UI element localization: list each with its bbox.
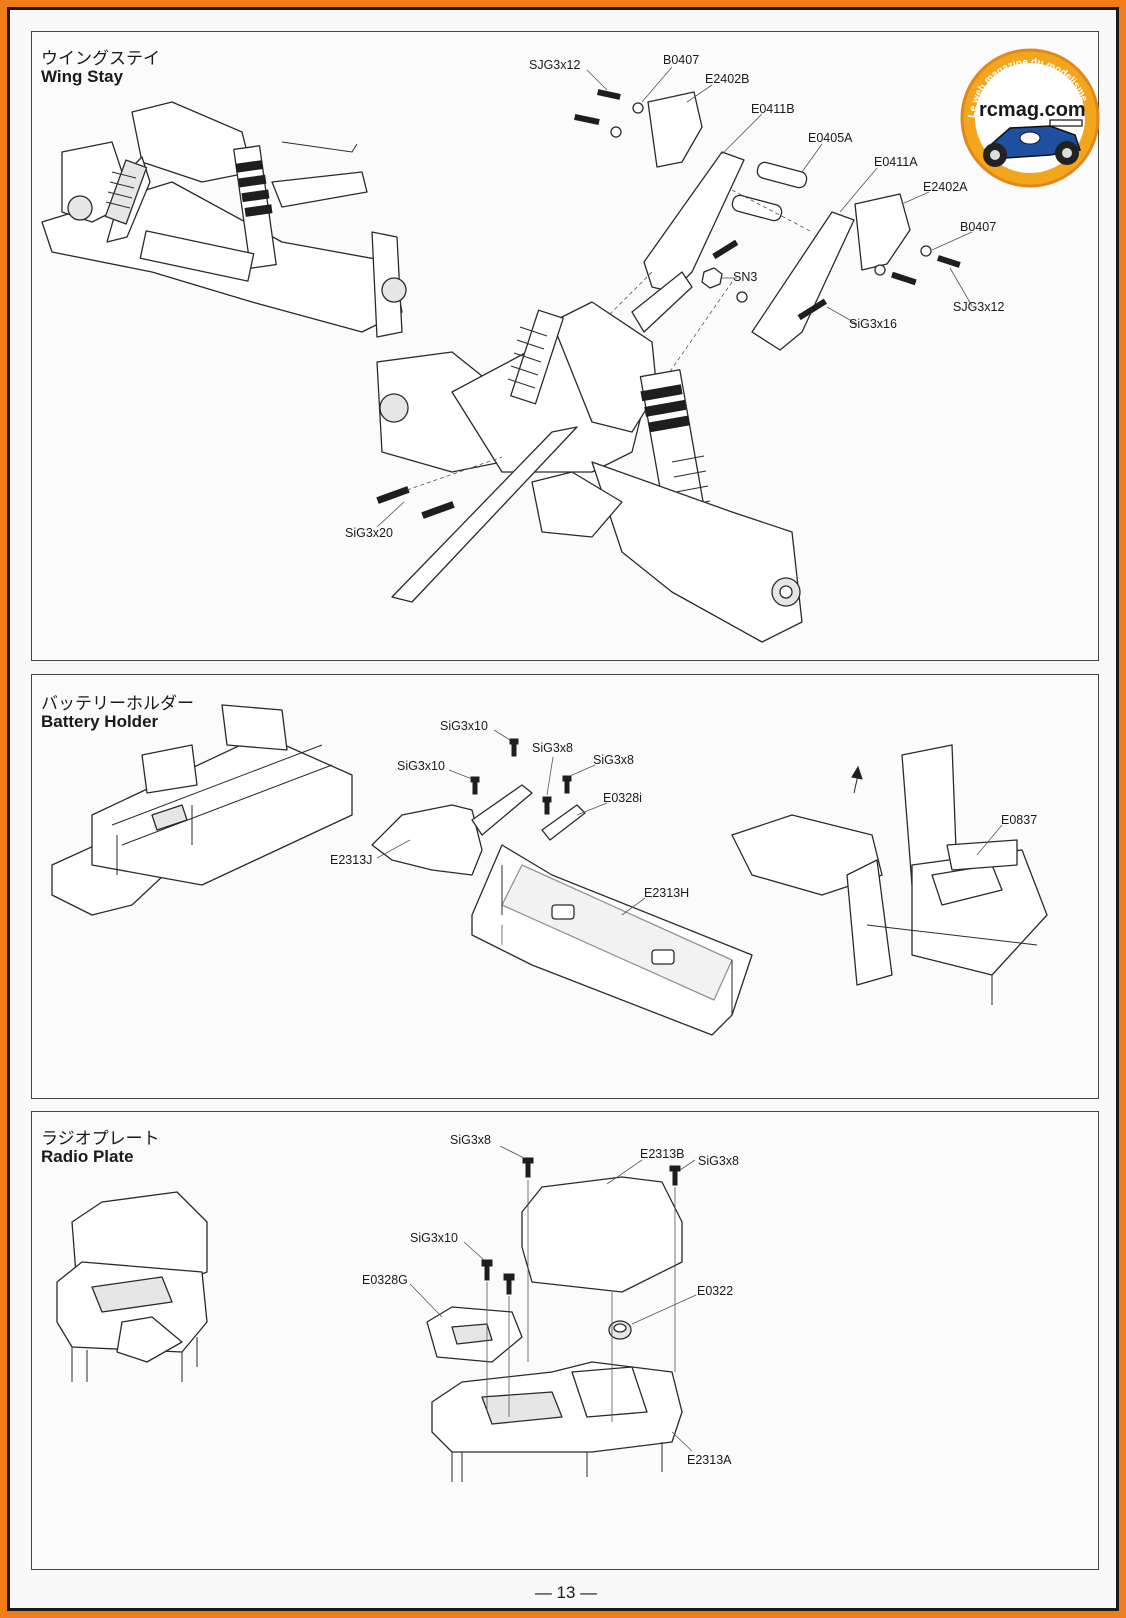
label-e2313a: E2313A — [687, 1453, 732, 1467]
label-e2402a: E2402A — [923, 180, 968, 194]
label-sig3x20: SiG3x20 — [345, 526, 393, 540]
label-sig3x8-a: SiG3x8 — [450, 1133, 491, 1147]
battery-holder-panel: バッテリーホルダー Battery Holder — [31, 674, 1099, 1099]
battery-holder-strap-illustration — [731, 744, 1048, 1005]
radio-plate-title-en: Radio Plate — [41, 1147, 134, 1166]
wing-stay-panel: ウイングステイ Wing Stay — [31, 31, 1099, 661]
wing-stay-exploded-illustration — [376, 89, 961, 643]
label-e0411a: E0411A — [874, 155, 918, 169]
label-b0407-right: B0407 — [960, 220, 996, 234]
battery-holder-diagram: SiG3x10 SiG3x10 SiG3x8 SiG3x8 E0328i E23… — [51, 704, 1048, 1036]
overview-shock-right — [233, 145, 277, 269]
radio-plate-title-jp: ラジオプレート — [41, 1129, 160, 1149]
label-b0407-top: B0407 — [663, 53, 699, 67]
radio-plate-assembly-lines — [486, 1180, 676, 1422]
label-sig3x10: SiG3x10 — [410, 1231, 458, 1245]
label-sjg3x12-right: SJG3x12 — [953, 300, 1004, 314]
battery-holder-title-jp: バッテリーホルダー — [41, 694, 194, 714]
label-sig3x10-a: SiG3x10 — [440, 719, 488, 733]
chassis-overview-illustration — [41, 101, 407, 338]
label-sig3x10-b: SiG3x10 — [397, 759, 445, 773]
label-e0837: E0837 — [1001, 813, 1037, 827]
radio-plate-panel: ラジオプレート Radio Plate — [31, 1111, 1099, 1570]
label-e0411b: E0411B — [751, 102, 795, 116]
battery-holder-overview-illustration — [51, 704, 353, 916]
page-number: — 13 — — [534, 1583, 598, 1602]
label-sig3x8-b: SiG3x8 — [698, 1154, 739, 1168]
wing-stay-diagram: SJG3x12 B0407 E2402B E0411B E0405A E0411… — [41, 53, 1004, 643]
main-shock-left — [507, 309, 564, 405]
main-shock-right — [639, 369, 711, 535]
label-e0322: E0322 — [697, 1284, 733, 1298]
label-e0405a: E0405A — [808, 131, 853, 145]
label-sig3x8-a: SiG3x8 — [532, 741, 573, 755]
label-e2402b: E2402B — [705, 72, 749, 86]
label-e0328g: E0328G — [362, 1273, 408, 1287]
label-sn3: SN3 — [733, 270, 757, 284]
overview-shock-left — [104, 159, 148, 225]
logo-brand: rcmag.com — [979, 99, 1086, 121]
radio-plate-overview-illustration — [56, 1191, 208, 1382]
battery-holder-title-en: Battery Holder — [41, 712, 159, 731]
wing-stay-leaders — [376, 66, 973, 528]
battery-holder-screws — [470, 738, 572, 815]
label-e2313h: E2313H — [644, 886, 689, 900]
label-sjg3x12-top: SJG3x12 — [529, 58, 580, 72]
battery-holder-leaders — [376, 729, 1003, 916]
label-e2313j: E2313J — [330, 853, 372, 867]
radio-plate-screws — [481, 1157, 681, 1295]
label-e0328i: E0328i — [603, 791, 642, 805]
radio-plate-leaders — [409, 1145, 697, 1452]
rcmag-logo[interactable]: Le web magazine du modelisme rcmag.com — [955, 40, 1105, 190]
wing-stay-title-jp: ウイングステイ — [41, 49, 160, 69]
logo-buggy-icon — [983, 119, 1083, 167]
label-sig3x8-b: SiG3x8 — [593, 753, 634, 767]
page: ウイングステイ Wing Stay — [7, 7, 1119, 1611]
part-e2313b — [521, 1176, 683, 1293]
part-e2313j — [371, 804, 483, 876]
label-e2313b: E2313B — [640, 1147, 684, 1161]
radio-plate-diagram: SiG3x8 E2313B SiG3x8 SiG3x10 E0328G E032… — [56, 1133, 739, 1482]
wing-stay-title-en: Wing Stay — [41, 67, 124, 86]
label-sig3x16: SiG3x16 — [849, 317, 897, 331]
